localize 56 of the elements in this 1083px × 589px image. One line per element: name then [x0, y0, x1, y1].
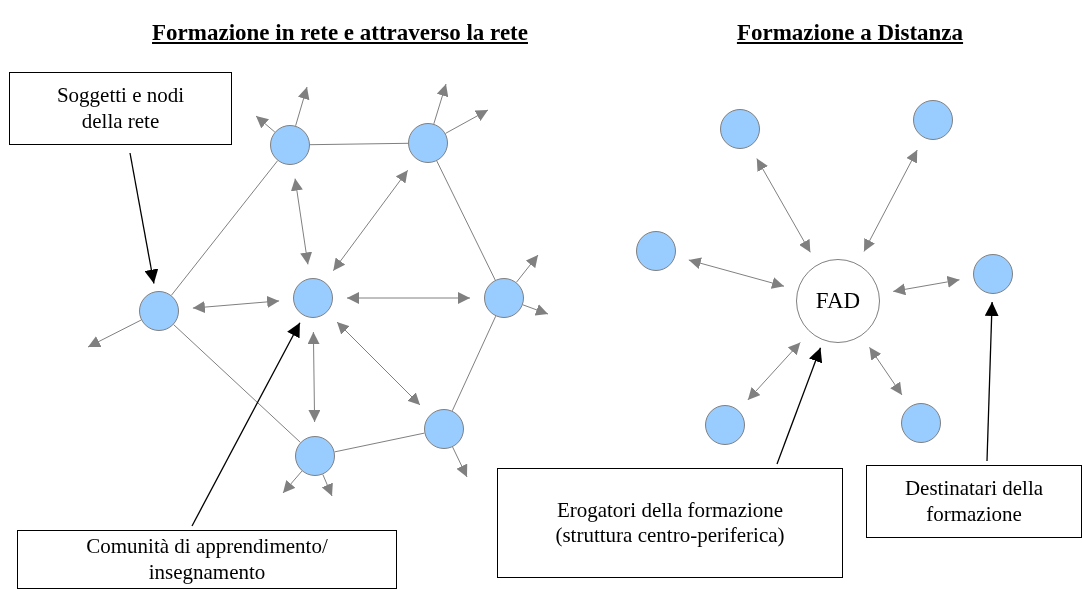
- arrow: [307, 331, 321, 423]
- node-label: FAD: [815, 288, 861, 314]
- arrow: [295, 86, 310, 127]
- section-heading: Formazione a Distanza: [735, 20, 965, 46]
- node-circle: [424, 409, 464, 449]
- node-circle: [408, 123, 448, 163]
- arrow: [688, 257, 785, 289]
- arrow: [452, 446, 468, 478]
- callout-text: Erogatori della formazione (struttura centro-periferica): [554, 497, 786, 549]
- node-circle: [293, 278, 333, 318]
- arrow: [433, 83, 449, 125]
- arrow: [863, 149, 918, 252]
- arrow: [892, 275, 960, 296]
- leader-line: [776, 347, 823, 465]
- arrow: [290, 178, 313, 265]
- arrow: [445, 109, 489, 134]
- arrow: [522, 304, 549, 316]
- connector-line: [334, 432, 425, 453]
- callout-box: [9, 72, 232, 145]
- callout-box: [866, 465, 1082, 538]
- node-circle: [636, 231, 676, 271]
- node-circle: [973, 254, 1013, 294]
- callout-box: [17, 530, 397, 589]
- section-heading: Formazione in rete e attraverso la rete: [151, 20, 529, 46]
- arrow: [321, 473, 333, 497]
- arrow: [192, 295, 280, 314]
- node-circle: [484, 278, 524, 318]
- arrow: [332, 169, 409, 272]
- connector-line: [173, 324, 301, 443]
- node-circle: [139, 291, 179, 331]
- leader-line: [129, 152, 159, 285]
- node-circle: [901, 403, 941, 443]
- arrow: [255, 115, 276, 133]
- connector-line: [170, 160, 279, 296]
- leader-line: [984, 301, 999, 462]
- callout-box: [497, 468, 843, 578]
- arrow: [747, 341, 801, 401]
- node-circle: [720, 109, 760, 149]
- arrow: [515, 254, 539, 283]
- callout-text: Soggetti e nodi della rete: [55, 83, 186, 134]
- arrow: [336, 321, 421, 406]
- node-circle: [295, 436, 335, 476]
- arrow: [756, 158, 811, 253]
- callout-text: Comunità di apprendimento/ insegnamento: [85, 534, 329, 585]
- node-circle: [270, 125, 310, 165]
- leader-line: [191, 322, 301, 527]
- node-circle: [705, 405, 745, 445]
- arrow: [87, 319, 142, 348]
- connector-line: [309, 142, 409, 146]
- arrow: [282, 470, 303, 494]
- connector-line: [436, 160, 496, 281]
- connector-line: [451, 315, 497, 412]
- arrow: [346, 292, 471, 304]
- arrow: [869, 346, 903, 396]
- callout-text: Destinatari della formazione: [903, 476, 1045, 527]
- node-circle: [913, 100, 953, 140]
